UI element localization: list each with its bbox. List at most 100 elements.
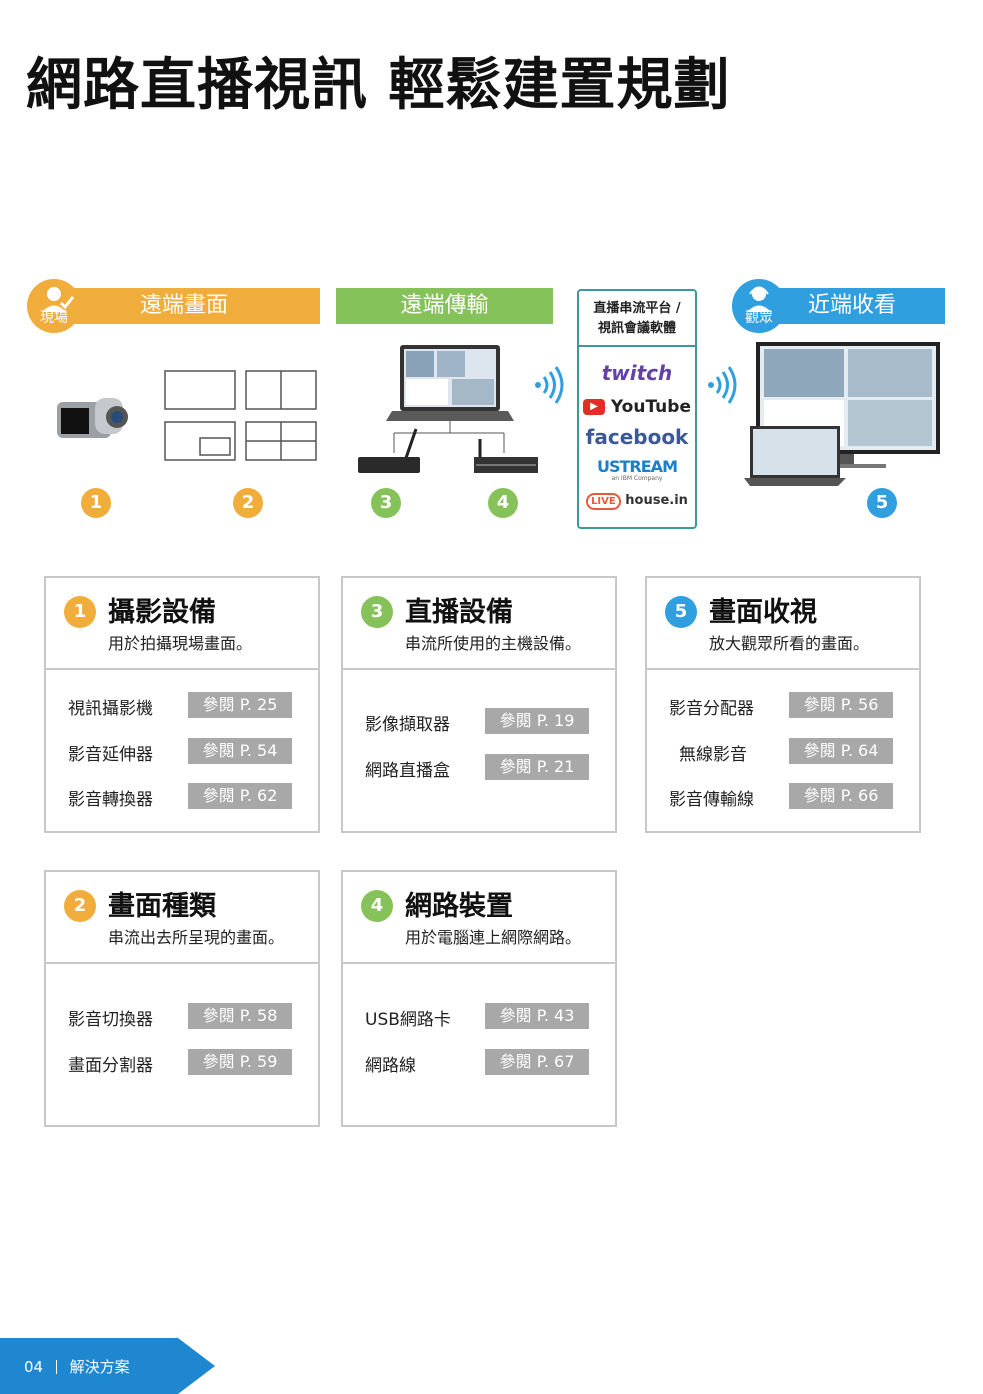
page-ref-button[interactable]: 參閱 P. 25	[188, 692, 292, 718]
card-row: 網路線 參閱 P. 67	[343, 1049, 615, 1076]
card-subtitle: 用於電腦連上網際網路。	[405, 928, 582, 947]
facebook-logo: facebook	[585, 425, 689, 449]
card-row: 畫面分割器 參閱 P. 59	[46, 1049, 318, 1076]
card-subtitle: 放大觀眾所看的畫面。	[709, 634, 870, 653]
youtube-label: YouTube	[610, 397, 691, 417]
near-view-title: 近端收看	[808, 293, 897, 318]
audience-headset-icon: 觀眾	[732, 279, 786, 333]
card-row: 影音延伸器 參閱 P. 54	[46, 738, 318, 765]
page-ref-button[interactable]: 參閱 P. 43	[485, 1003, 589, 1029]
card-number: 1	[64, 596, 96, 628]
page-ref-button[interactable]: 參閱 P. 21	[485, 754, 589, 780]
remote-view-title: 遠端畫面	[140, 293, 229, 318]
page-ref-button[interactable]: 參閱 P. 19	[485, 708, 589, 734]
remote-transmit-bar: 遠端傳輸	[336, 288, 553, 324]
wireless-signal-icon	[708, 366, 737, 404]
monitor-laptop-icon	[744, 342, 940, 486]
page-ref-button[interactable]: 參閱 P. 66	[789, 783, 893, 809]
product-label: 網路線	[365, 1056, 416, 1076]
livehouse-label: house.in	[625, 493, 688, 508]
camcorder-icon	[57, 398, 128, 438]
step-number-4: 4	[488, 488, 518, 518]
page-ref-button[interactable]: 參閱 P. 54	[188, 738, 292, 764]
product-label: 影音傳輸線	[669, 790, 754, 810]
footer-divider	[55, 1360, 57, 1374]
card-row: 網路直播盒 參閱 P. 21	[343, 754, 615, 781]
remote-view-bar: 遠端畫面	[54, 288, 320, 324]
card-viewing: 5 畫面收視 放大觀眾所看的畫面。 影音分配器 參閱 P. 56 無線影音 參閱…	[645, 576, 921, 833]
card-number: 3	[361, 596, 393, 628]
card-header: 2 畫面種類 串流出去所呈現的畫面。	[46, 872, 318, 964]
footer-text: 04 解決方案	[24, 1356, 130, 1377]
card-header: 5 畫面收視 放大觀眾所看的畫面。	[647, 578, 919, 670]
streaming-platform-box: 直播串流平台 / 視訊會議軟體 twitch ▶ YouTube faceboo…	[577, 289, 697, 529]
ustream-ibm-caption: an IBM Company	[611, 475, 663, 482]
card-row: 無線影音 參閱 P. 64	[647, 738, 919, 765]
card-row: 視訊攝影機 參閱 P. 25	[46, 692, 318, 719]
twitch-logo: twitch	[601, 361, 673, 385]
card-title: 攝影設備	[108, 597, 216, 628]
near-view-bar: 近端收看	[758, 288, 945, 324]
page-title: 網路直播視訊 輕鬆建置規劃	[26, 53, 731, 118]
page-ref-button[interactable]: 參閱 P. 64	[789, 738, 893, 764]
product-label: 網路直播盒	[365, 761, 450, 781]
product-label: 影像擷取器	[365, 715, 450, 735]
card-title: 網路裝置	[405, 891, 513, 922]
page-ref-button[interactable]: 參閱 P. 59	[188, 1049, 292, 1075]
product-label: 影音分配器	[669, 699, 754, 719]
platform-header-line2: 視訊會議軟體	[597, 321, 676, 336]
product-label: 影音延伸器	[68, 745, 153, 765]
ustream-logo: USTREAM	[597, 457, 678, 476]
step-number-3: 3	[371, 488, 401, 518]
page-ref-button[interactable]: 參閱 P. 58	[188, 1003, 292, 1029]
footer-page-number: 04	[24, 1358, 44, 1376]
product-label: 影音轉換器	[68, 790, 153, 810]
footer-arrow-shape	[0, 1338, 215, 1394]
card-number: 4	[361, 890, 393, 922]
step-number-2: 2	[233, 488, 263, 518]
onsite-person-icon: 現場	[27, 279, 81, 333]
platform-header-line1: 直播串流平台 /	[593, 301, 681, 316]
footer-tab: 04 解決方案	[0, 1338, 215, 1394]
product-label: 無線影音	[679, 745, 747, 765]
card-subtitle: 用於拍攝現場畫面。	[108, 634, 253, 653]
card-screen-types: 2 畫面種類 串流出去所呈現的畫面。 影音切換器 參閱 P. 58 畫面分割器 …	[44, 870, 320, 1127]
product-label: 影音切換器	[68, 1010, 153, 1030]
card-header: 4 網路裝置 用於電腦連上網際網路。	[343, 872, 615, 964]
step-number-1: 1	[81, 488, 111, 518]
card-row: 影音傳輸線 參閱 P. 66	[647, 783, 919, 810]
page-ref-button[interactable]: 參閱 P. 56	[789, 692, 893, 718]
card-row: 影音分配器 參閱 P. 56	[647, 692, 919, 719]
card-number: 5	[665, 596, 697, 628]
product-label: 視訊攝影機	[68, 699, 153, 719]
audience-icon-label: 觀眾	[745, 310, 773, 326]
step-number-5: 5	[867, 488, 897, 518]
youtube-logo: ▶ YouTube	[579, 397, 695, 417]
product-label: USB網路卡	[365, 1010, 451, 1030]
product-label: 畫面分割器	[68, 1056, 153, 1076]
card-header: 3 直播設備 串流所使用的主機設備。	[343, 578, 615, 670]
card-title: 畫面種類	[108, 891, 216, 922]
card-number: 2	[64, 890, 96, 922]
card-subtitle: 串流出去所呈現的畫面。	[108, 928, 285, 947]
card-row: 影音轉換器 參閱 P. 62	[46, 783, 318, 810]
card-streaming-equipment: 3 直播設備 串流所使用的主機設備。 影像擷取器 參閱 P. 19 網路直播盒 …	[341, 576, 617, 833]
page-ref-button[interactable]: 參閱 P. 67	[485, 1049, 589, 1075]
page-ref-button[interactable]: 參閱 P. 62	[188, 783, 292, 809]
laptop-network-devices-icon	[358, 345, 538, 473]
platform-header: 直播串流平台 / 視訊會議軟體	[579, 291, 695, 347]
card-row: USB網路卡 參閱 P. 43	[343, 1003, 615, 1030]
card-header: 1 攝影設備 用於拍攝現場畫面。	[46, 578, 318, 670]
footer-section: 解決方案	[69, 1358, 130, 1376]
livehouse-live-badge: LIVE	[586, 493, 621, 510]
livehouse-logo: LIVE house.in	[579, 493, 695, 510]
youtube-play-icon: ▶	[583, 399, 605, 415]
wireless-signal-icon	[535, 366, 564, 404]
card-title: 畫面收視	[709, 597, 817, 628]
card-camera-equipment: 1 攝影設備 用於拍攝現場畫面。 視訊攝影機 參閱 P. 25 影音延伸器 參閱…	[44, 576, 320, 833]
card-title: 直播設備	[405, 597, 513, 628]
remote-transmit-title: 遠端傳輸	[400, 293, 489, 318]
onsite-icon-label: 現場	[40, 310, 68, 326]
card-row: 影像擷取器 參閱 P. 19	[343, 708, 615, 735]
card-row: 影音切換器 參閱 P. 58	[46, 1003, 318, 1030]
